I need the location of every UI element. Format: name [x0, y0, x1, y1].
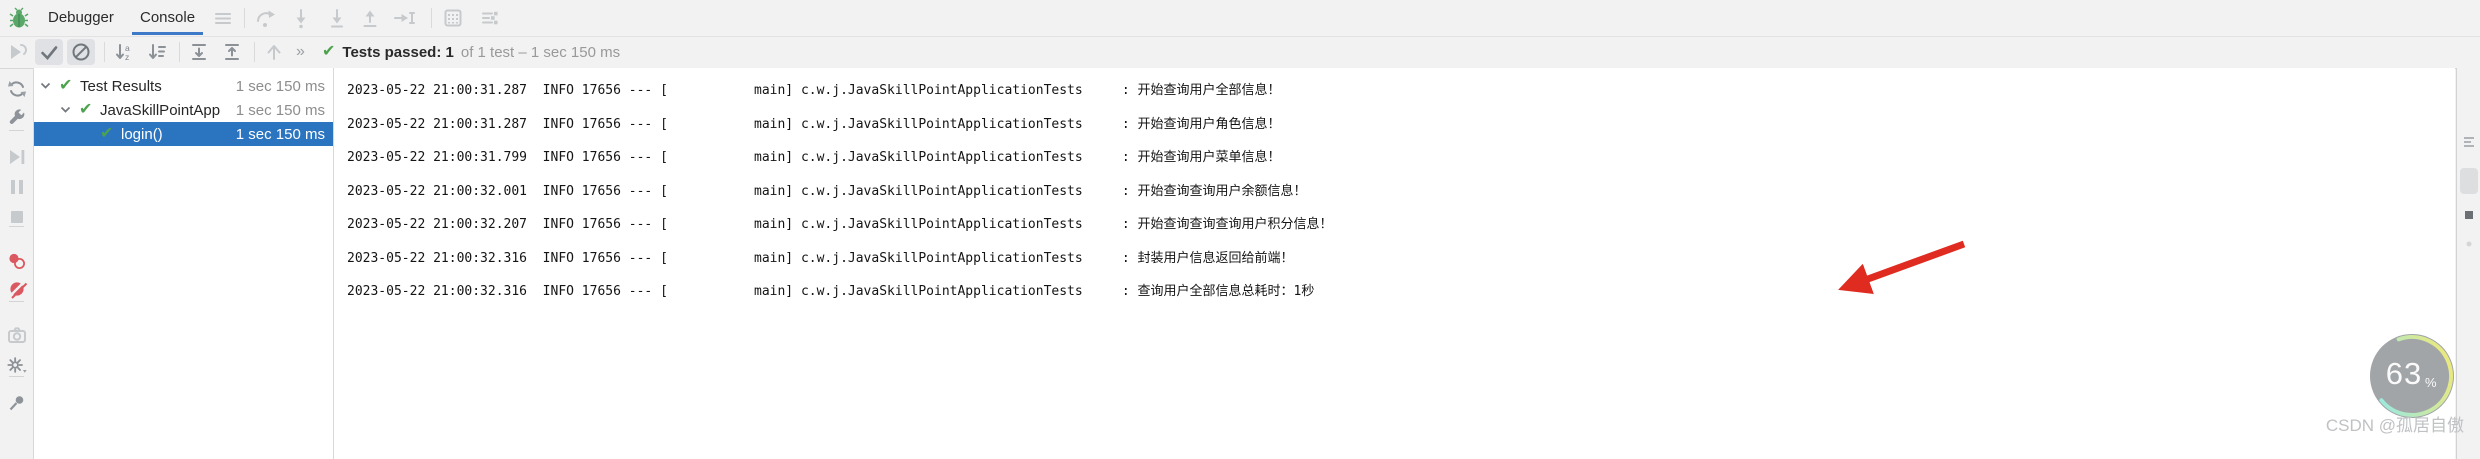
stripe-divider	[9, 376, 24, 377]
log-line: 2023-05-22 21:00:31.799 INFO 17656 --- […	[347, 150, 1281, 165]
step-out-icon[interactable]	[357, 5, 383, 31]
svg-text:z: z	[125, 52, 129, 62]
log-line: 2023-05-22 21:00:32.207 INFO 17656 --- […	[347, 217, 1333, 232]
log-line: 2023-05-22 21:00:31.287 INFO 17656 --- […	[347, 83, 1281, 98]
tab-debugger-label: Debugger	[48, 9, 114, 26]
restore-layout-icon[interactable]	[478, 5, 504, 31]
show-passed-button[interactable]	[35, 39, 63, 65]
progress-badge: 63 %	[2366, 330, 2458, 422]
passed-check-icon: ✔	[59, 77, 73, 94]
tree-row-label: JavaSkillPointApp	[100, 101, 221, 119]
log-line: 2023-05-22 21:00:32.316 INFO 17656 --- […	[347, 250, 1294, 266]
tests-passed-check-icon: ✔	[322, 43, 336, 60]
previous-occurrence-icon[interactable]	[261, 39, 287, 65]
tests-passed-summary: Tests passed: 1	[342, 43, 454, 61]
evaluate-expression-icon[interactable]	[440, 5, 466, 31]
tree-row-test-results[interactable]: ✔ Test Results 1 sec 150 ms	[34, 74, 333, 98]
tree-row-time: 1 sec 150 ms	[235, 125, 325, 143]
stop-icon[interactable]	[6, 206, 28, 228]
tool-stripe-square-icon[interactable]	[2460, 210, 2478, 220]
rerun-icon[interactable]	[4, 39, 30, 65]
step-into-icon[interactable]	[288, 5, 314, 31]
resume-program-icon[interactable]	[6, 146, 28, 168]
tab-debugger[interactable]: Debugger	[48, 0, 114, 35]
watermark: CSDN @孤居自傲	[2325, 416, 2464, 435]
debugger-tab-bar: Debugger Console	[0, 0, 2480, 37]
debugger-settings-gear-icon[interactable]	[6, 354, 28, 376]
tab-console[interactable]: Console	[132, 0, 204, 35]
tree-row-time: 1 sec 150 ms	[235, 101, 325, 119]
tree-row-label: Test Results	[80, 77, 162, 95]
debugger-action-stripe	[0, 68, 33, 459]
step-over-icon[interactable]	[252, 5, 278, 31]
mute-breakpoints-icon[interactable]	[6, 278, 28, 300]
tests-passed-detail: of 1 test – 1 sec 150 ms	[460, 43, 621, 61]
stripe-divider	[9, 130, 24, 131]
toolbar-divider	[244, 8, 245, 28]
stripe-divider	[9, 301, 24, 302]
active-tab-underline	[132, 32, 204, 35]
toolbar-divider	[104, 42, 105, 62]
tool-stripe-lines-icon[interactable]	[2460, 136, 2478, 148]
log-line: 2023-05-22 21:00:31.287 INFO 17656 --- […	[347, 116, 1281, 132]
test-results-tree: ✔ Test Results 1 sec 150 ms ✔ JavaSkillP…	[33, 68, 333, 459]
thread-dump-camera-icon[interactable]	[6, 324, 28, 346]
tree-row-login-test[interactable]: ✔ login() 1 sec 150 ms	[34, 122, 333, 146]
tree-row-time: 1 sec 150 ms	[235, 77, 325, 95]
force-step-into-icon[interactable]	[324, 5, 350, 31]
sort-by-duration-icon[interactable]	[144, 39, 170, 65]
expand-all-icon[interactable]	[186, 39, 212, 65]
toolbar-overflow-chevron-icon[interactable]: »	[296, 43, 305, 60]
tree-row-label: login()	[121, 125, 163, 143]
test-status: ✔ Tests passed: 1 of 1 test – 1 sec 150 …	[322, 36, 620, 68]
tree-row-test-class[interactable]: ✔ JavaSkillPointApp 1 sec 150 ms	[34, 98, 333, 122]
right-tool-stripe	[2456, 68, 2480, 459]
log-line: 2023-05-22 21:00:32.316 INFO 17656 --- […	[347, 284, 1315, 299]
svg-text:a: a	[125, 43, 130, 53]
collapse-all-icon[interactable]	[219, 39, 245, 65]
debug-bug-icon	[6, 5, 32, 31]
chevron-down-icon[interactable]	[40, 74, 51, 98]
progress-value: 63	[2385, 356, 2423, 391]
progress-unit-label: %	[2425, 375, 2437, 390]
view-breakpoints-icon[interactable]	[6, 250, 28, 272]
toolbar-divider	[254, 42, 255, 62]
tool-stripe-selected-icon[interactable]	[2460, 168, 2478, 194]
tool-stripe-dot-icon[interactable]	[2460, 240, 2478, 248]
chevron-down-icon[interactable]	[60, 98, 71, 122]
toolbar-divider	[179, 42, 180, 62]
toolbar-divider	[431, 8, 432, 28]
run-to-cursor-icon[interactable]	[392, 5, 418, 31]
rerun-tests-icon[interactable]	[6, 78, 28, 100]
tab-console-label: Console	[140, 9, 196, 26]
settings-wrench-icon[interactable]	[6, 108, 28, 130]
log-line: 2023-05-22 21:00:32.001 INFO 17656 --- […	[347, 183, 1307, 199]
stripe-divider	[9, 226, 24, 227]
passed-check-icon: ✔	[79, 101, 93, 118]
console-output[interactable]: 2023-05-22 21:00:31.287 INFO 17656 --- […	[333, 68, 2455, 459]
show-ignored-button[interactable]	[67, 39, 95, 65]
pin-tab-icon[interactable]	[6, 392, 28, 414]
pause-program-icon[interactable]	[6, 176, 28, 198]
layout-options-icon[interactable]	[210, 5, 236, 31]
passed-check-icon: ✔	[100, 125, 114, 142]
annotation-arrow	[1838, 240, 1966, 294]
